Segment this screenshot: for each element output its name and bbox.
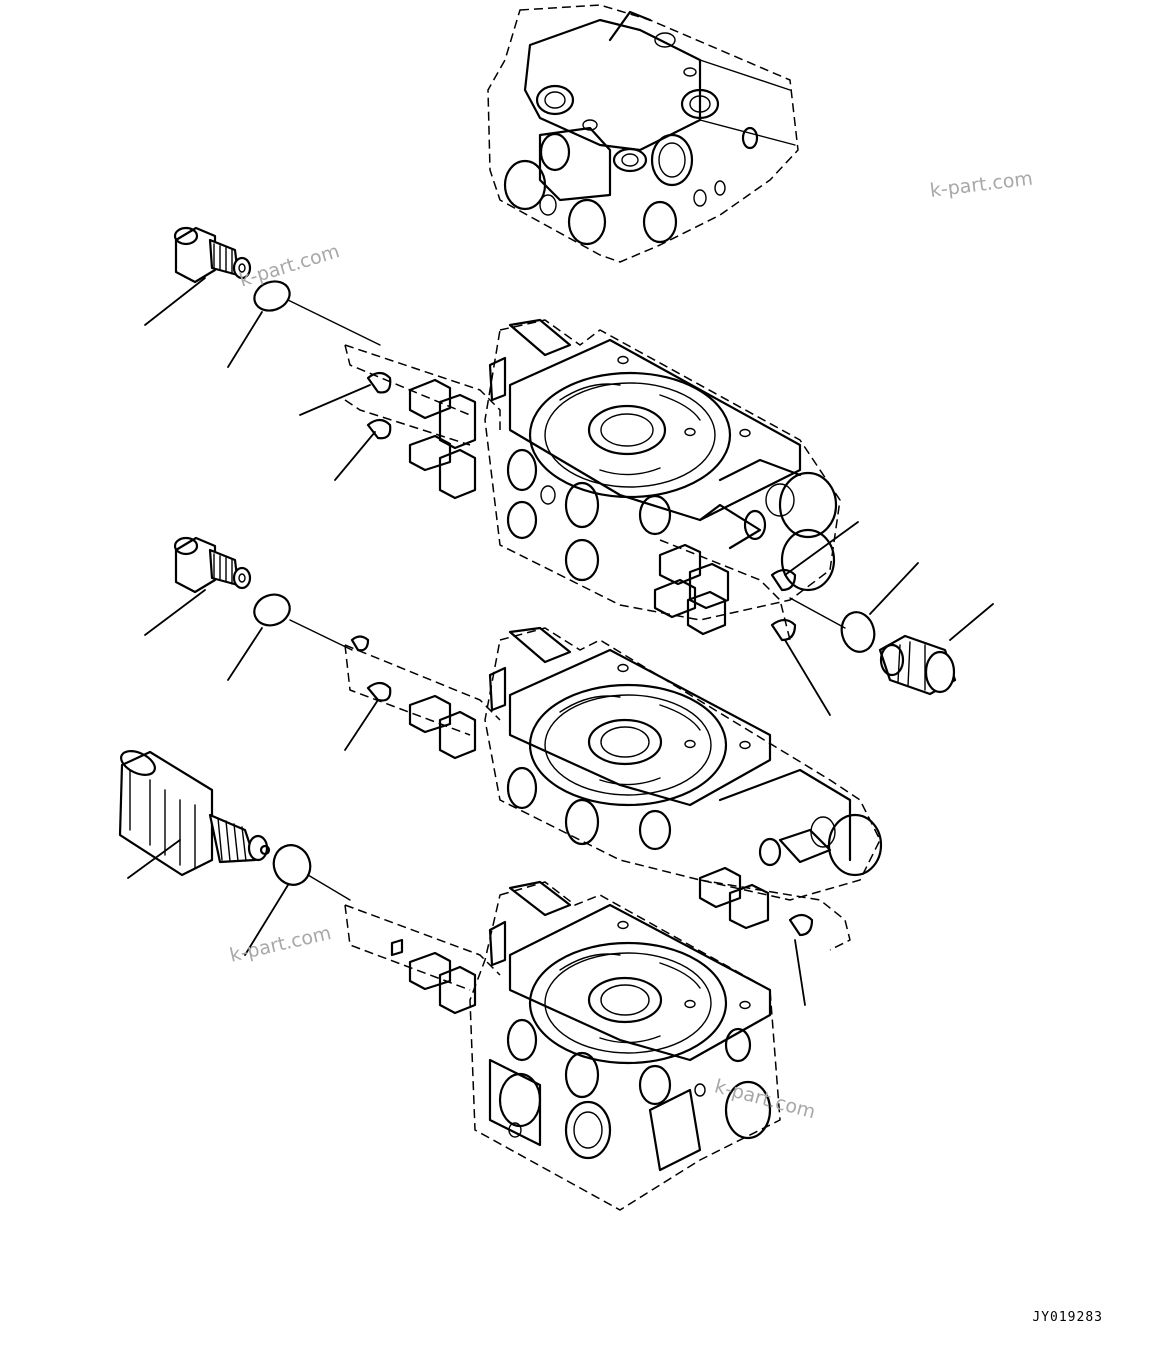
o-ring-right <box>840 611 876 653</box>
valve-section-2 <box>344 318 841 642</box>
top-valve-section <box>487 4 799 263</box>
o-ring-lower-left <box>272 844 312 886</box>
assembly-line-4 <box>789 597 846 629</box>
drawing-code-label: JY019283 <box>1032 1310 1103 1325</box>
assembly-line-3 <box>307 874 351 901</box>
plug-middle-left <box>173 536 252 594</box>
bottom-valve-section <box>344 880 781 1211</box>
relief-valve-cartridge <box>118 750 271 877</box>
assembly-line-1 <box>287 299 381 346</box>
leader-lines <box>127 277 994 1006</box>
o-ring-middle-left <box>253 593 291 627</box>
plug-right <box>878 634 957 696</box>
assembly-line-2 <box>289 619 353 651</box>
valve-section-3 <box>344 626 883 951</box>
plug-upper-left <box>173 226 252 284</box>
o-ring-upper-left <box>253 280 291 312</box>
